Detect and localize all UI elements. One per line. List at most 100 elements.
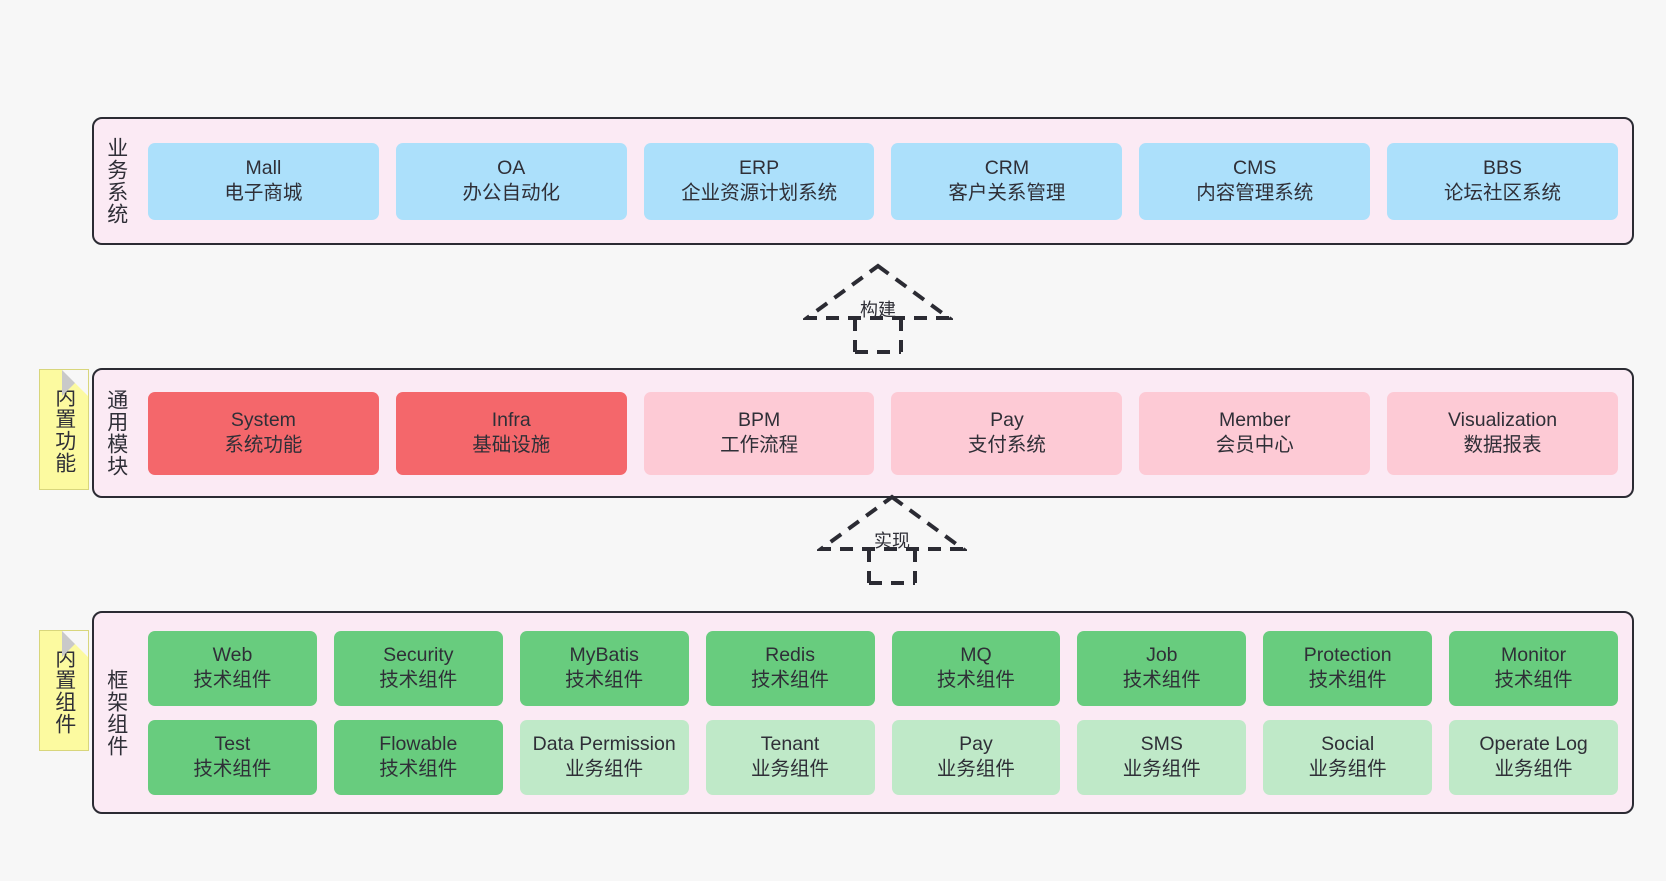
card-job-name: Job bbox=[1146, 644, 1178, 667]
card-test-desc: 技术组件 bbox=[193, 758, 272, 780]
connector-implement: 实现 bbox=[817, 493, 967, 585]
card-job-desc: 技术组件 bbox=[1122, 669, 1201, 691]
framework-business-row: Test 技术组件 Flowable 技术组件 Data Permission … bbox=[148, 719, 1618, 795]
card-pay-module[interactable]: Pay 支付系统 bbox=[891, 391, 1123, 475]
card-social-name: Social bbox=[1321, 733, 1375, 756]
module-card-row: System 系统功能 Infra 基础设施 BPM 工作流程 Pay 支付系统… bbox=[148, 391, 1618, 475]
card-flowable-name: Flowable bbox=[379, 733, 458, 756]
card-social[interactable]: Social 业务组件 bbox=[1263, 719, 1433, 795]
card-tenant[interactable]: Tenant 业务组件 bbox=[705, 719, 875, 795]
card-infra-name: Infra bbox=[491, 409, 531, 432]
layer-business-system-body: Mall 电子商城 OA 办公自动化 ERP 企业资源计划系统 CRM 客户关系… bbox=[138, 119, 1632, 243]
card-member-desc: 会员中心 bbox=[1215, 434, 1294, 456]
note-builtin-function: 内置功能 bbox=[39, 369, 89, 490]
card-data-permission-name: Data Permission bbox=[532, 733, 676, 756]
card-erp[interactable]: ERP 企业资源计划系统 bbox=[643, 142, 875, 220]
card-monitor[interactable]: Monitor 技术组件 bbox=[1449, 630, 1618, 706]
card-job[interactable]: Job 技术组件 bbox=[1077, 630, 1247, 706]
card-pay-component[interactable]: Pay 业务组件 bbox=[891, 719, 1061, 795]
connector-implement-label: 实现 bbox=[874, 531, 910, 551]
note-builtin-function-text: 内置功能 bbox=[52, 385, 76, 474]
card-tenant-desc: 业务组件 bbox=[751, 758, 830, 780]
card-mybatis-desc: 技术组件 bbox=[565, 669, 644, 691]
business-card-row: Mall 电子商城 OA 办公自动化 ERP 企业资源计划系统 CRM 客户关系… bbox=[148, 142, 1618, 220]
card-visualization-desc: 数据报表 bbox=[1463, 434, 1542, 456]
card-operate-log-name: Operate Log bbox=[1479, 733, 1588, 756]
card-oa-desc: 办公自动化 bbox=[462, 182, 560, 204]
card-oa-name: OA bbox=[497, 157, 526, 180]
card-monitor-name: Monitor bbox=[1501, 644, 1567, 667]
connector-build-label: 构建 bbox=[860, 300, 896, 320]
note-builtin-component-text: 内置组件 bbox=[52, 646, 76, 735]
card-system-name: System bbox=[230, 409, 296, 432]
card-web-desc: 技术组件 bbox=[193, 669, 272, 691]
card-security-desc: 技术组件 bbox=[379, 669, 458, 691]
card-flowable-desc: 技术组件 bbox=[379, 758, 458, 780]
card-infra[interactable]: Infra 基础设施 bbox=[395, 391, 627, 475]
card-erp-desc: 企业资源计划系统 bbox=[681, 182, 838, 204]
layer-framework-component-title: 框架组件 bbox=[104, 668, 128, 757]
card-redis-desc: 技术组件 bbox=[751, 669, 830, 691]
card-cms-desc: 内容管理系统 bbox=[1196, 182, 1314, 204]
card-visualization[interactable]: Visualization 数据报表 bbox=[1387, 391, 1618, 475]
card-infra-desc: 基础设施 bbox=[472, 434, 551, 456]
card-crm-name: CRM bbox=[984, 157, 1030, 180]
card-pay-component-name: Pay bbox=[959, 733, 993, 756]
card-test-name: Test bbox=[214, 733, 251, 756]
card-system-desc: 系统功能 bbox=[224, 434, 303, 456]
card-redis-name: Redis bbox=[765, 644, 815, 667]
card-data-permission[interactable]: Data Permission 业务组件 bbox=[519, 719, 689, 795]
connector-implement-shape bbox=[817, 494, 967, 585]
layer-business-system: 业务系统 Mall 电子商城 OA 办公自动化 ERP 企业资源计划系统 CRM bbox=[92, 117, 1634, 245]
card-visualization-name: Visualization bbox=[1447, 409, 1558, 432]
card-mq-name: MQ bbox=[960, 644, 992, 667]
card-member-name: Member bbox=[1218, 409, 1291, 432]
layer-framework-component-body: Web 技术组件 Security 技术组件 MyBatis 技术组件 Redi… bbox=[138, 613, 1632, 812]
card-cms[interactable]: CMS 内容管理系统 bbox=[1139, 142, 1371, 220]
card-security-name: Security bbox=[383, 644, 454, 667]
card-oa[interactable]: OA 办公自动化 bbox=[395, 142, 627, 220]
card-pay-component-desc: 业务组件 bbox=[936, 758, 1015, 780]
card-flowable[interactable]: Flowable 技术组件 bbox=[333, 719, 503, 795]
layer-common-module: 通用模块 System 系统功能 Infra 基础设施 BPM 工作流程 Pay bbox=[92, 368, 1634, 498]
card-mall-desc: 电子商城 bbox=[224, 182, 303, 204]
card-social-desc: 业务组件 bbox=[1308, 758, 1387, 780]
card-system[interactable]: System 系统功能 bbox=[148, 391, 379, 475]
card-sms-name: SMS bbox=[1140, 733, 1183, 756]
card-bpm-desc: 工作流程 bbox=[720, 434, 799, 456]
card-pay-module-name: Pay bbox=[990, 409, 1024, 432]
card-bpm[interactable]: BPM 工作流程 bbox=[643, 391, 875, 475]
card-crm[interactable]: CRM 客户关系管理 bbox=[891, 142, 1123, 220]
note-builtin-component: 内置组件 bbox=[39, 630, 89, 751]
card-sms[interactable]: SMS 业务组件 bbox=[1077, 719, 1247, 795]
card-protection-desc: 技术组件 bbox=[1308, 669, 1387, 691]
card-mybatis[interactable]: MyBatis 技术组件 bbox=[519, 630, 689, 706]
card-sms-desc: 业务组件 bbox=[1122, 758, 1201, 780]
layer-business-system-title: 业务系统 bbox=[104, 137, 128, 225]
card-security[interactable]: Security 技术组件 bbox=[333, 630, 503, 706]
card-operate-log-desc: 业务组件 bbox=[1494, 758, 1573, 780]
card-data-permission-desc: 业务组件 bbox=[565, 758, 644, 780]
layer-common-module-body: System 系统功能 Infra 基础设施 BPM 工作流程 Pay 支付系统… bbox=[138, 370, 1632, 496]
card-operate-log[interactable]: Operate Log 业务组件 bbox=[1449, 719, 1618, 795]
card-bbs-desc: 论坛社区系统 bbox=[1444, 182, 1562, 204]
card-mall-name: Mall bbox=[245, 157, 282, 180]
layer-framework-component: 框架组件 Web 技术组件 Security 技术组件 MyBatis 技术组件… bbox=[92, 611, 1634, 814]
card-bbs[interactable]: BBS 论坛社区系统 bbox=[1387, 142, 1618, 220]
card-web[interactable]: Web 技术组件 bbox=[148, 630, 317, 706]
card-member[interactable]: Member 会员中心 bbox=[1139, 391, 1371, 475]
card-protection[interactable]: Protection 技术组件 bbox=[1263, 630, 1433, 706]
framework-tech-row: Web 技术组件 Security 技术组件 MyBatis 技术组件 Redi… bbox=[148, 630, 1618, 706]
card-web-name: Web bbox=[212, 644, 253, 667]
card-monitor-desc: 技术组件 bbox=[1494, 669, 1573, 691]
connector-build-shape bbox=[803, 263, 953, 354]
card-protection-name: Protection bbox=[1303, 644, 1392, 667]
card-mybatis-name: MyBatis bbox=[569, 644, 639, 667]
card-test[interactable]: Test 技术组件 bbox=[148, 719, 317, 795]
card-crm-desc: 客户关系管理 bbox=[948, 182, 1066, 204]
card-redis[interactable]: Redis 技术组件 bbox=[705, 630, 875, 706]
card-mall[interactable]: Mall 电子商城 bbox=[148, 142, 379, 220]
card-erp-name: ERP bbox=[739, 157, 780, 180]
card-mq[interactable]: MQ 技术组件 bbox=[891, 630, 1061, 706]
